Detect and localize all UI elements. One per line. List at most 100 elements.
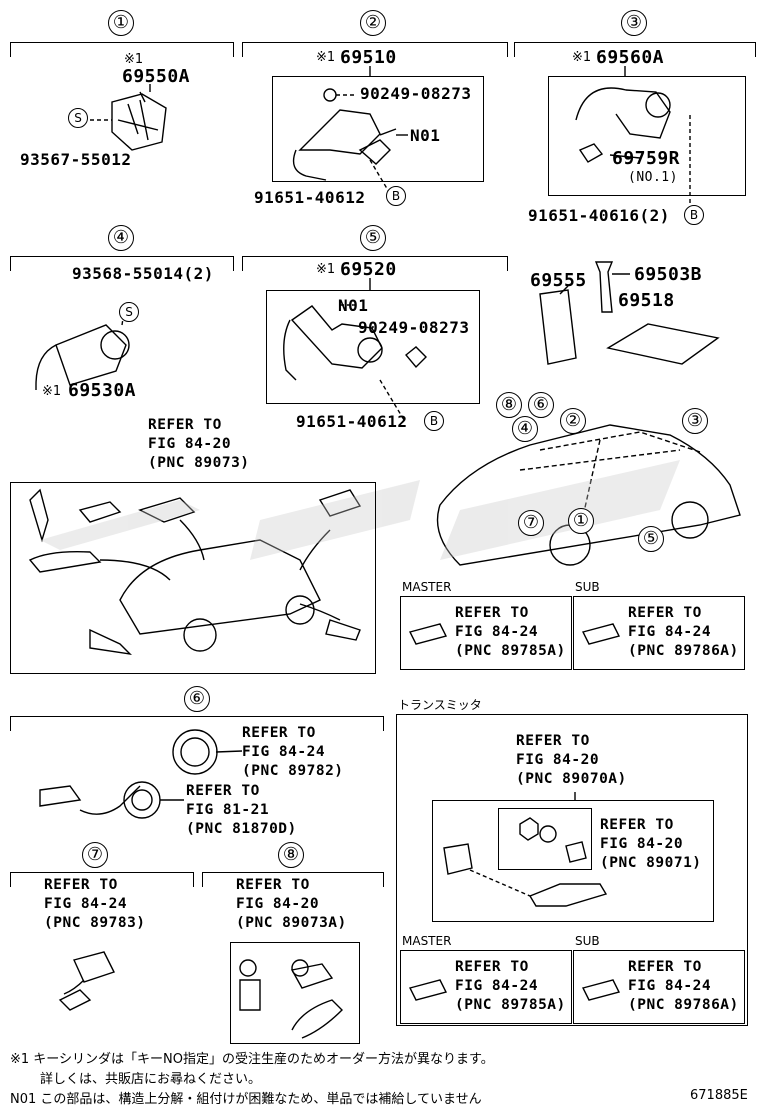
s6-ref-a-l1: REFER TO bbox=[242, 725, 316, 741]
transmitter-ref-a-l2: FIG 84-20 bbox=[516, 752, 600, 768]
transmitter-case-drawing bbox=[443, 843, 473, 875]
master-bottom-l1: REFER TO bbox=[455, 959, 529, 975]
sub-bottom-ref: REFER TO FIG 84-24 (PNC 89786A) bbox=[628, 958, 739, 1015]
master-top-l3: (PNC 89785A) bbox=[455, 643, 566, 659]
note-mark-3: ※1 bbox=[572, 50, 592, 65]
car-callout-5: ⑤ bbox=[638, 526, 664, 552]
screw-tag-s4: S bbox=[119, 302, 139, 322]
sub-bottom-l2: FIG 84-24 bbox=[628, 978, 712, 994]
s6-ref-b: REFER TO FIG 81-21 (PNC 81870D) bbox=[186, 782, 297, 839]
s7-ref-l1: REFER TO bbox=[44, 877, 118, 893]
s8-ref: REFER TO FIG 84-20 (PNC 89073A) bbox=[236, 876, 347, 933]
part-box-3 bbox=[548, 76, 746, 196]
lock-cylinder-5-drawing bbox=[283, 305, 383, 381]
figure-code: 671885E bbox=[690, 1088, 748, 1103]
footnote-1a: ※1 キーシリンダは「キーNO指定」の受注生産のためオーダー方法が異なります。 bbox=[10, 1052, 494, 1067]
key-drawing bbox=[594, 261, 614, 313]
part-box-2 bbox=[272, 76, 484, 182]
refer-main: REFER TO FIG 84-20 (PNC 89073) bbox=[148, 416, 250, 473]
part-90249-08273-a: 90249-08273 bbox=[360, 84, 472, 103]
section-bracket-3 bbox=[514, 42, 756, 57]
key-plate-drawing bbox=[539, 289, 577, 365]
s8-ref-l3: (PNC 89073A) bbox=[236, 915, 347, 931]
bezel-ring-drawing bbox=[172, 729, 218, 775]
master-top-l2: FIG 84-24 bbox=[455, 624, 539, 640]
refer-main-l1: REFER TO bbox=[148, 417, 222, 433]
car-callout-6: ⑥ bbox=[528, 392, 554, 418]
part-69555: 69555 bbox=[530, 270, 587, 291]
part-N01-a: N01 bbox=[410, 126, 441, 145]
sub-top-ref: REFER TO FIG 84-24 (PNC 89786A) bbox=[628, 604, 739, 661]
transmitter-ref-a-l3: (PNC 89070A) bbox=[516, 771, 627, 787]
section-number-3: ③ bbox=[621, 10, 647, 36]
tag-b-2: B bbox=[386, 186, 406, 206]
keyset-8-drawing bbox=[239, 963, 343, 1039]
part-91651-40612-b: 91651-40612 bbox=[296, 412, 408, 431]
note-mark-4: ※1 bbox=[42, 384, 62, 399]
s7-ref-l3: (PNC 89783) bbox=[44, 915, 146, 931]
transmitter-ref-b-l3: (PNC 89071) bbox=[600, 855, 702, 871]
part-69550A: 69550A bbox=[122, 66, 191, 87]
transmitter-ref-b-l1: REFER TO bbox=[600, 817, 674, 833]
section-bracket-5 bbox=[242, 256, 508, 271]
transmitter-inner-box bbox=[432, 800, 714, 922]
section-number-4: ④ bbox=[108, 225, 134, 251]
section-bracket-4 bbox=[10, 256, 234, 271]
section-bracket-6 bbox=[10, 716, 384, 731]
section-number-6: ⑥ bbox=[184, 686, 210, 712]
section-number-2: ② bbox=[360, 10, 386, 36]
s6-ref-a-l2: FIG 84-24 bbox=[242, 744, 326, 760]
part-69503B: 69503B bbox=[634, 264, 703, 285]
refer-main-l3: (PNC 89073) bbox=[148, 455, 250, 471]
overview-box bbox=[10, 482, 376, 674]
car-callout-2: ② bbox=[560, 408, 586, 434]
sub-top-box bbox=[573, 596, 745, 670]
master-bottom-label: MASTER bbox=[402, 934, 452, 948]
footnote-1b: 詳しくは、共販店にお尋ねください。 bbox=[40, 1072, 262, 1087]
refer-main-l2: FIG 84-20 bbox=[148, 436, 232, 452]
part-69518: 69518 bbox=[618, 290, 675, 311]
s8-box bbox=[230, 942, 360, 1044]
s8-ref-l1: REFER TO bbox=[236, 877, 310, 893]
screw-tag-s1: S bbox=[68, 108, 88, 128]
part-69759R: 69759R bbox=[612, 148, 681, 169]
part-69520: 69520 bbox=[340, 259, 397, 280]
part-box-5 bbox=[266, 290, 480, 404]
sub-top-label: SUB bbox=[575, 580, 600, 594]
transmitter-ref-a: REFER TO FIG 84-20 (PNC 89070A) bbox=[516, 732, 627, 789]
car-callout-7: ⑦ bbox=[518, 510, 544, 536]
footnote-2: N01 この部品は、構造上分解・組付けが困難なため、単品では補給していません bbox=[10, 1092, 482, 1107]
part-69530A: 69530A bbox=[68, 380, 137, 401]
sub-bottom-l1: REFER TO bbox=[628, 959, 702, 975]
car-callout-8: ⑧ bbox=[496, 392, 522, 418]
section-bracket-2 bbox=[242, 42, 508, 57]
master-sub-key-drawings bbox=[408, 623, 621, 1001]
master-bottom-box bbox=[400, 950, 572, 1024]
small-car-drawing bbox=[119, 539, 321, 635]
part-69560A: 69560A bbox=[596, 47, 665, 68]
master-top-ref: REFER TO FIG 84-24 (PNC 89785A) bbox=[455, 604, 566, 661]
car-callout-3: ③ bbox=[682, 408, 708, 434]
part-N01-b: N01 bbox=[338, 296, 369, 315]
sub-bottom-box bbox=[573, 950, 745, 1024]
master-bottom-l3: (PNC 89785A) bbox=[455, 997, 566, 1013]
section-number-5: ⑤ bbox=[360, 225, 386, 251]
lock-cylinder-3-drawing bbox=[575, 87, 671, 139]
master-bottom-l2: FIG 84-24 bbox=[455, 978, 539, 994]
note-mark-5: ※1 bbox=[316, 262, 336, 277]
section-bracket-1 bbox=[10, 42, 234, 57]
part-93567-55012: 93567-55012 bbox=[20, 150, 132, 169]
section-bracket-8 bbox=[202, 872, 384, 887]
sub-top-l3: (PNC 89786A) bbox=[628, 643, 739, 659]
section-number-7: ⑦ bbox=[82, 842, 108, 868]
note-mark-2: ※1 bbox=[316, 50, 336, 65]
tag-b-3: B bbox=[684, 205, 704, 225]
sub-bottom-l3: (PNC 89786A) bbox=[628, 997, 739, 1013]
car-callout-1: ① bbox=[568, 508, 594, 534]
note-mark-1: ※1 bbox=[124, 52, 144, 67]
part-91651-40616: 91651-40616(2) bbox=[528, 206, 670, 225]
transmitter-ref-b: REFER TO FIG 84-20 (PNC 89071) bbox=[600, 816, 702, 873]
transmitter-title: トランスミッタ bbox=[398, 698, 482, 712]
sub-top-l1: REFER TO bbox=[628, 605, 702, 621]
section-bracket-7 bbox=[10, 872, 194, 887]
